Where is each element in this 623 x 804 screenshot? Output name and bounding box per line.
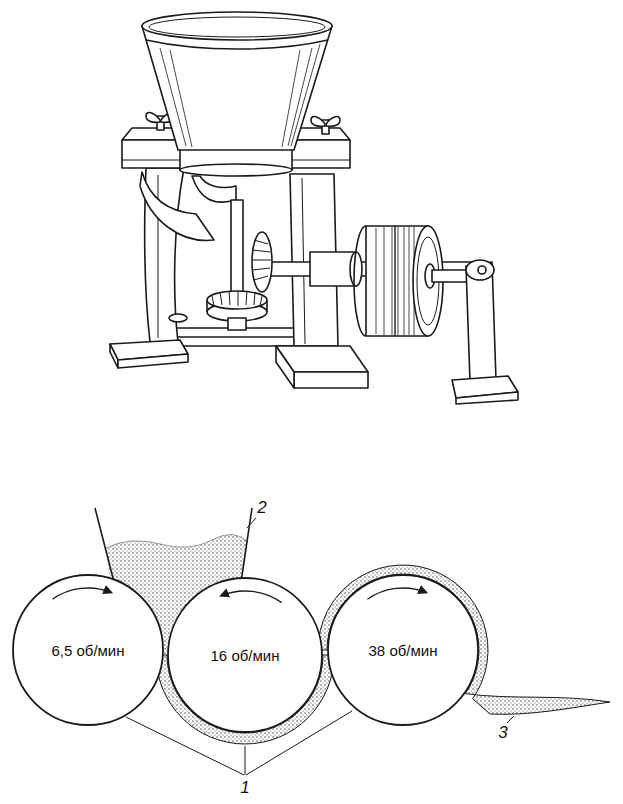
hopper-wall [241,508,252,582]
leader-line [507,716,514,723]
hopper-mouth [142,12,332,40]
rotation-arrow [52,588,111,599]
gear-teeth [212,291,262,306]
speed-label: 6,5 об/мин [51,642,124,659]
rotation-arrow [367,588,426,599]
roller-circle: 16 об/мин [167,577,323,733]
vertical-shaft [231,200,243,300]
roller-scheme [95,508,610,775]
collar-rim [180,164,292,176]
bearing-cap [466,260,494,280]
wing [326,117,340,127]
hopper-shading [160,44,320,147]
tray [192,176,236,202]
right-foot-front [294,372,368,388]
pulley-shading [376,227,414,335]
shaft-foot [228,318,246,330]
roller-label-area: 6,5 об/мин [12,574,164,726]
speed-label: 16 об/мин [211,647,280,664]
roller [328,575,478,725]
pulley-back [354,226,366,336]
stand-foot-front [456,392,518,404]
leader-line [245,746,246,775]
wing [311,117,325,127]
shaft-bearing [310,252,356,286]
bearing-end [350,252,362,286]
callout-number: 2 [257,498,266,518]
hopper-wall [95,508,114,582]
hopper [142,26,332,150]
rotation-arrow [221,591,282,603]
right-foot-side [276,346,294,388]
roller-label-area: 16 об/мин [167,577,323,733]
hopper-band [146,40,328,49]
speed-label: 38 об/мин [369,642,438,659]
base-edge [166,336,306,338]
wing [146,113,160,123]
pinion-gear [252,232,272,292]
mill-drawing [110,12,518,404]
roller-circle: 38 об/мин [327,574,479,726]
roller [13,575,163,725]
left-foot-front [118,354,188,368]
roller [168,578,322,732]
pillar-edge [302,178,305,344]
left-foot-side [110,344,118,368]
pinion-teeth [252,240,271,280]
hopper-lip [149,17,325,37]
roller-circle: 6,5 об/мин [12,574,164,726]
material-surface [106,534,248,548]
bevel-gear [207,291,267,309]
wing-nut [169,314,187,322]
shaft-end [478,266,486,274]
callout-number: 1 [240,778,249,798]
leader-lines [126,518,514,775]
callout-number: 3 [498,723,507,743]
roller-label-area: 38 об/мин [327,574,479,726]
pulley-groove [394,226,395,336]
leader-line [247,518,256,528]
